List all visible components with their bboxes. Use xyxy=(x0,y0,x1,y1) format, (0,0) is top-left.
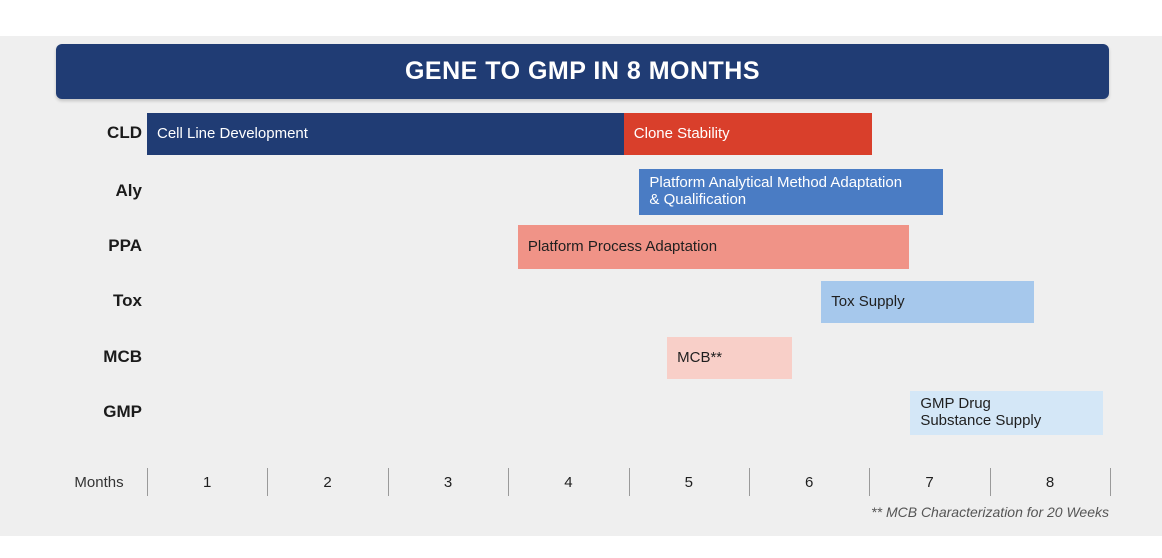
footnote: ** MCB Characterization for 20 Weeks xyxy=(871,504,1109,520)
slide-bottom-margin xyxy=(0,536,1162,558)
gantt-bar-mcb[interactable]: MCB** xyxy=(667,337,793,379)
axis-month-5: 5 xyxy=(684,474,693,491)
axis-tick xyxy=(147,468,148,496)
axis-month-2: 2 xyxy=(323,474,332,491)
axis-month-3: 3 xyxy=(443,474,453,491)
row-label-gmp: GMP xyxy=(103,402,142,421)
axis-tick xyxy=(869,468,871,496)
gantt-bar-label: Platform Process Adaptation xyxy=(527,237,718,255)
row-label-tox: Tox xyxy=(113,291,142,310)
chart-title-bar: GENE TO GMP IN 8 MONTHS xyxy=(56,44,1109,99)
gantt-bar-label: Platform Analytical Method Adaptation & … xyxy=(649,174,903,208)
axis-month-4: 4 xyxy=(564,474,573,491)
axis-tick xyxy=(267,468,269,496)
axis-month-1: 1 xyxy=(203,474,212,491)
gantt-bar-cell-line-development[interactable]: Cell Line Development xyxy=(147,113,624,155)
row-label-ppa: PPA xyxy=(108,236,142,255)
axis-tick xyxy=(749,468,750,496)
axis-tick xyxy=(628,468,630,496)
axis-tick xyxy=(1110,468,1112,496)
row-label-mcb: MCB xyxy=(103,347,142,366)
axis-tick xyxy=(989,468,991,496)
axis-tick xyxy=(387,468,389,496)
gantt-bar-clone-stability[interactable]: Clone Stability xyxy=(623,113,872,155)
axis-tick xyxy=(508,468,510,496)
row-label-aly: Aly xyxy=(115,181,142,200)
gantt-bar-label: Clone Stability xyxy=(633,124,730,142)
axis-label-months: Months xyxy=(74,474,124,491)
gantt-bar-gmp-drug-substance-supply[interactable]: GMP Drug Substance Supply xyxy=(910,391,1103,435)
gantt-bar-label: MCB** xyxy=(677,348,723,366)
page-title: GENE TO GMP IN 8 MONTHS xyxy=(404,57,761,85)
row-label-cld: CLD xyxy=(107,123,142,142)
axis-month-8: 8 xyxy=(1045,474,1055,491)
gantt-bar-label: Tox Supply xyxy=(831,292,905,310)
gantt-bar-platform-analytical-method-adaptation-qualification[interactable]: Platform Analytical Method Adaptation & … xyxy=(639,169,943,215)
gantt-bar-platform-process-adaptation[interactable]: Platform Process Adaptation xyxy=(517,225,910,269)
gantt-bar-label: Cell Line Development xyxy=(157,124,308,142)
axis-month-7: 7 xyxy=(925,474,934,491)
gantt-bar-label: GMP Drug Substance Supply xyxy=(920,395,1042,429)
gantt-bar-tox-supply[interactable]: Tox Supply xyxy=(821,281,1035,323)
axis-month-6: 6 xyxy=(805,474,814,491)
